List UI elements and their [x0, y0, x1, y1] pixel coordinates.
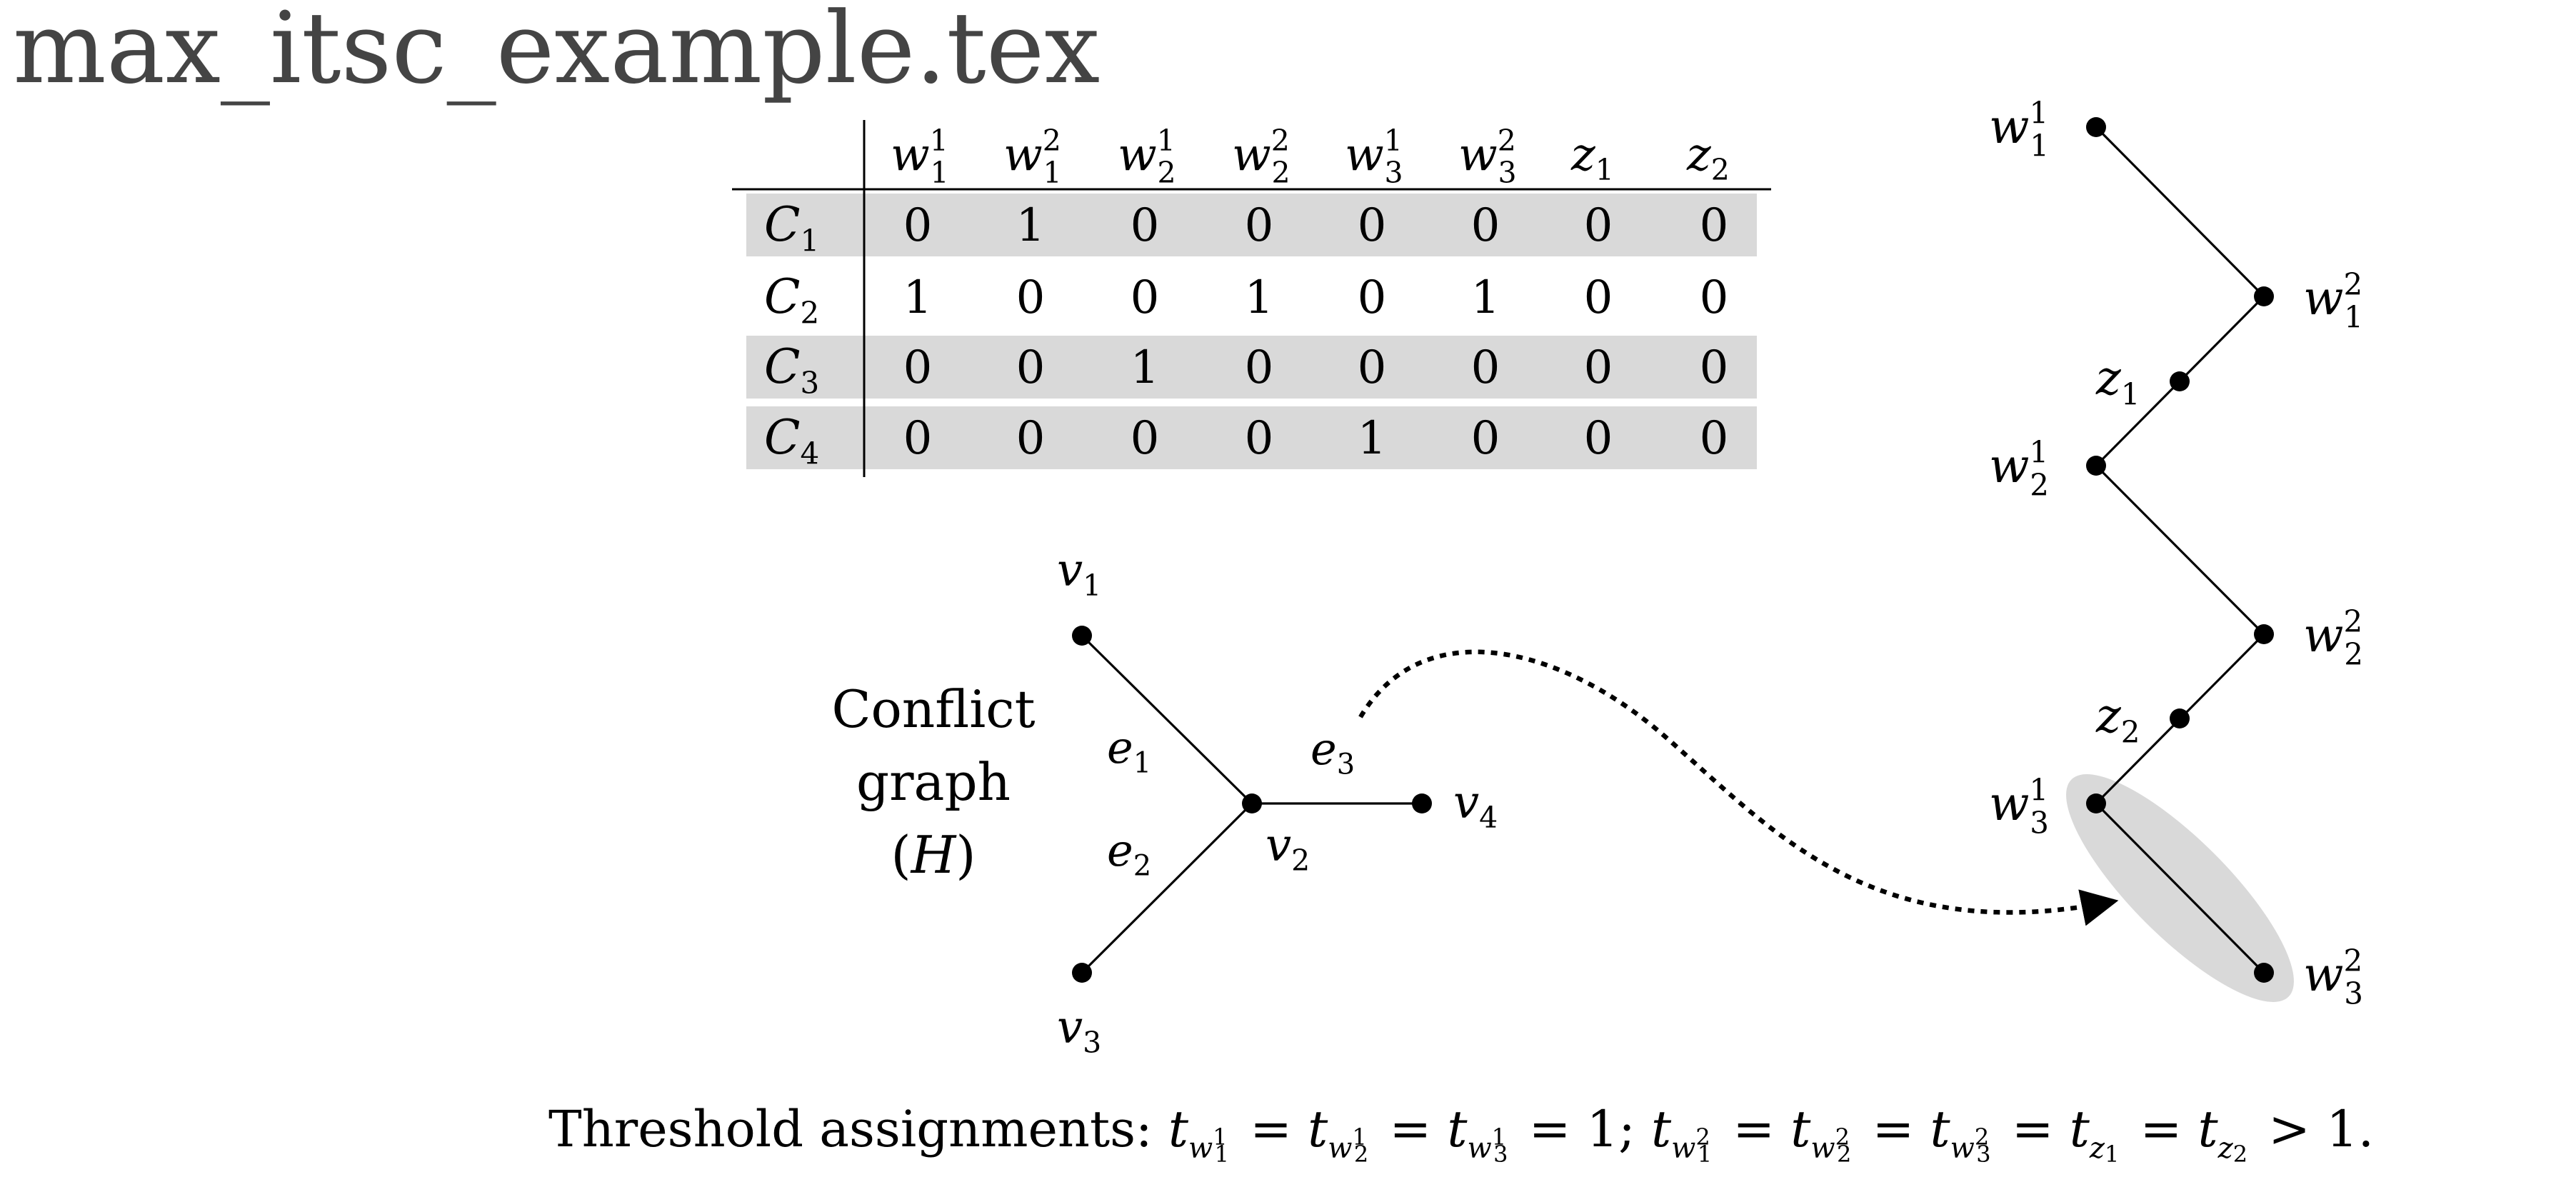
matrix-cell: 0 — [1584, 341, 1613, 394]
matrix-cell: 0 — [1358, 271, 1387, 324]
matrix-cell: 0 — [1471, 412, 1500, 465]
node-v3 — [1072, 963, 1092, 983]
matrix-cell: 1 — [903, 271, 933, 324]
matrix-cell: 0 — [903, 412, 933, 465]
row-label: C3 — [764, 339, 819, 401]
matrix-cell: 0 — [1245, 341, 1274, 394]
path-node-z1 — [2170, 371, 2190, 391]
dotted-arrow — [1358, 649, 2119, 926]
edge-label-e3: e3 — [1310, 723, 1355, 781]
matrix-cell: 0 — [1700, 412, 1729, 465]
node-label-v2: v2 — [1266, 819, 1310, 878]
matrix-cell: 0 — [1131, 199, 1160, 252]
edge-label-e2: e2 — [1107, 824, 1151, 883]
edge-label-e1: e1 — [1107, 721, 1151, 780]
row-label: C4 — [764, 410, 819, 471]
path-node-label-z1: z1 — [2095, 351, 2140, 412]
matrix-cell: 0 — [1584, 199, 1613, 252]
page-title: max_itsc_example.tex — [13, 0, 1101, 106]
path-node-w22 — [2254, 624, 2274, 644]
matrix-cell: 0 — [903, 199, 933, 252]
matrix-cell: 0 — [1016, 341, 1046, 394]
conflict-graph: Conflict graph (H) e1 e2 e3 v1 v2 v3 v4 — [831, 544, 1498, 1060]
matrix-cell: 0 — [1245, 199, 1274, 252]
matrix-cell: 0 — [1700, 199, 1729, 252]
matrix-cell: 0 — [1016, 412, 1046, 465]
row-label: C2 — [764, 269, 819, 331]
conflict-edge-e2 — [1081, 802, 1253, 974]
conflict-edge-e1 — [1081, 634, 1253, 805]
row-shade — [746, 406, 1757, 469]
path-node-label-z2: z2 — [2095, 688, 2140, 750]
column-header: z1 — [1570, 129, 1614, 187]
path-edge-w11-w12 — [2095, 126, 2265, 298]
path-node-z2 — [2170, 708, 2190, 728]
node-label-v3: v3 — [1057, 1001, 1101, 1060]
matrix-cell: 1 — [1131, 341, 1160, 394]
matrix-cell: 1 — [1358, 412, 1387, 465]
matrix-cell: 1 — [1471, 271, 1500, 324]
graph-caption-line: graph — [856, 752, 1011, 812]
matrix-cell: 0 — [1131, 271, 1160, 324]
matrix-cell: 0 — [1245, 412, 1274, 465]
path-node-w12 — [2254, 286, 2274, 306]
matrix-cell: 0 — [1016, 271, 1046, 324]
node-v4 — [1412, 793, 1432, 813]
path-node-w11 — [2086, 117, 2106, 137]
node-label-v1: v1 — [1057, 544, 1101, 603]
path-node-w21 — [2086, 456, 2106, 476]
matrix-cell: 0 — [1584, 271, 1613, 324]
matrix-cell: 0 — [1584, 412, 1613, 465]
node-v2 — [1242, 793, 1262, 813]
row-shade — [746, 336, 1757, 399]
graph-caption-line: (H) — [891, 825, 976, 885]
matrix-cell: 0 — [903, 341, 933, 394]
matrix-cell: 0 — [1700, 271, 1729, 324]
path-node-w32 — [2254, 963, 2274, 983]
matrix-cell: 0 — [1358, 341, 1387, 394]
matrix-cell: 0 — [1358, 199, 1387, 252]
path-edge-w21-w22 — [2095, 464, 2265, 636]
matrix-cell: 0 — [1700, 341, 1729, 394]
node-v1 — [1072, 626, 1092, 646]
row-shade — [746, 194, 1757, 256]
path-node-w31 — [2086, 793, 2106, 813]
matrix-cell: 0 — [1131, 412, 1160, 465]
node-label-v4: v4 — [1453, 776, 1498, 835]
matrix-cell: 1 — [1016, 199, 1046, 252]
matrix-cell: 0 — [1471, 199, 1500, 252]
matrix-cell: 1 — [1245, 271, 1274, 324]
dotted-arrow-path — [1358, 649, 2119, 926]
matrix-cell: 0 — [1471, 341, 1500, 394]
row-label: C1 — [764, 197, 819, 259]
graph-caption-line: Conflict — [831, 679, 1035, 739]
path-edge-w31-w32 — [2095, 802, 2265, 974]
column-header: z2 — [1686, 129, 1730, 187]
